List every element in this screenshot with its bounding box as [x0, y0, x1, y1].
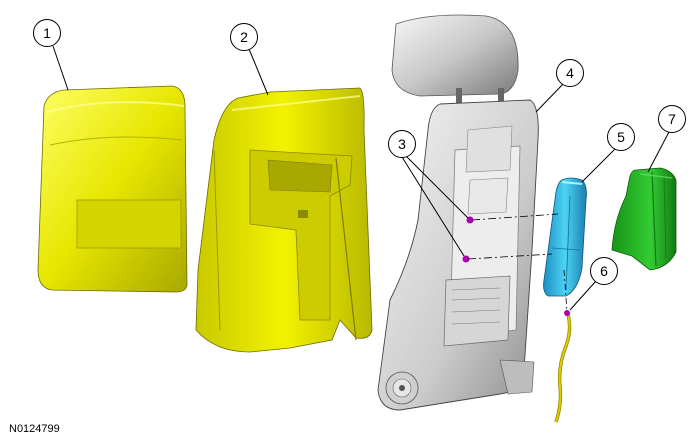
callout-6-label: 6: [600, 263, 608, 279]
alignment-line-lower: [467, 253, 553, 260]
figure-reference-number: N0124799: [9, 423, 60, 435]
callout-7: 7: [658, 105, 686, 133]
fastener-lower: [462, 255, 470, 263]
part-5-airbag-module: [543, 177, 587, 297]
callout-3: 3: [388, 130, 416, 158]
callout-3-label: 3: [398, 136, 406, 152]
callout-2-label: 2: [240, 29, 248, 45]
part-4-seatback-frame: [377, 14, 539, 411]
callout-5: 5: [607, 123, 635, 151]
callout-4: 4: [556, 59, 584, 87]
part-6-wiring-harness: [554, 310, 572, 423]
part-1-rear-panel: [37, 85, 188, 293]
callout-5-label: 5: [617, 129, 625, 145]
leader-lines: [52, 45, 671, 311]
callout-4-label: 4: [566, 65, 574, 81]
callout-1-label: 1: [43, 25, 51, 41]
alignment-lines: [467, 213, 568, 313]
callout-2: 2: [230, 23, 258, 51]
part-2-seatback-pad: [195, 87, 373, 353]
callout-6: 6: [590, 257, 618, 285]
alignment-line-upper: [471, 213, 559, 221]
fastener-upper: [466, 216, 474, 224]
part-3-fasteners: [462, 216, 474, 263]
callout-7-label: 7: [668, 111, 676, 127]
callout-1: 1: [33, 19, 61, 47]
part-7-trim-cover: [611, 167, 677, 271]
